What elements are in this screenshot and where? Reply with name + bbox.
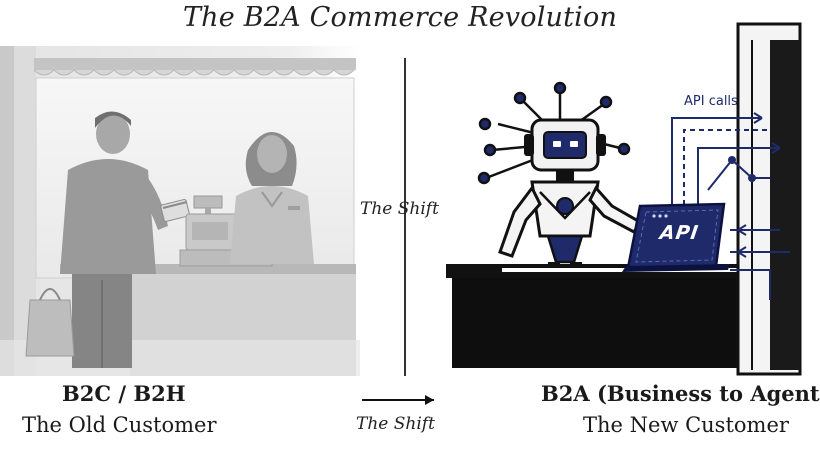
left-panel-heading: B2C / B2H <box>62 381 186 406</box>
illustration <box>0 22 802 405</box>
left-panel-subheading: The Old Customer <box>22 413 217 437</box>
shopping-bag-icon <box>25 288 75 357</box>
api-connection-lines <box>671 112 790 300</box>
laptop-icon <box>622 202 730 272</box>
bottom-shift-label: The Shift <box>356 414 435 434</box>
credit-card-icon <box>160 199 190 222</box>
center-divider <box>404 58 406 376</box>
storefront-scene <box>0 46 360 376</box>
agent-scene <box>446 22 802 376</box>
desk-body <box>452 278 740 368</box>
arrow-right-icon <box>362 395 434 405</box>
api-calls-label: API calls <box>684 94 738 109</box>
customer-figure <box>60 111 168 368</box>
robot-icon <box>477 81 643 268</box>
divider-label: The Shift <box>360 199 439 219</box>
page-title: The B2A Commerce Revolution <box>182 2 618 33</box>
right-panel-subheading: The New Customer <box>583 413 789 437</box>
right-panel-heading: B2A (Business to Agent <box>541 381 820 406</box>
laptop-screen-text: API <box>658 222 701 244</box>
cashier-figure <box>230 131 314 264</box>
